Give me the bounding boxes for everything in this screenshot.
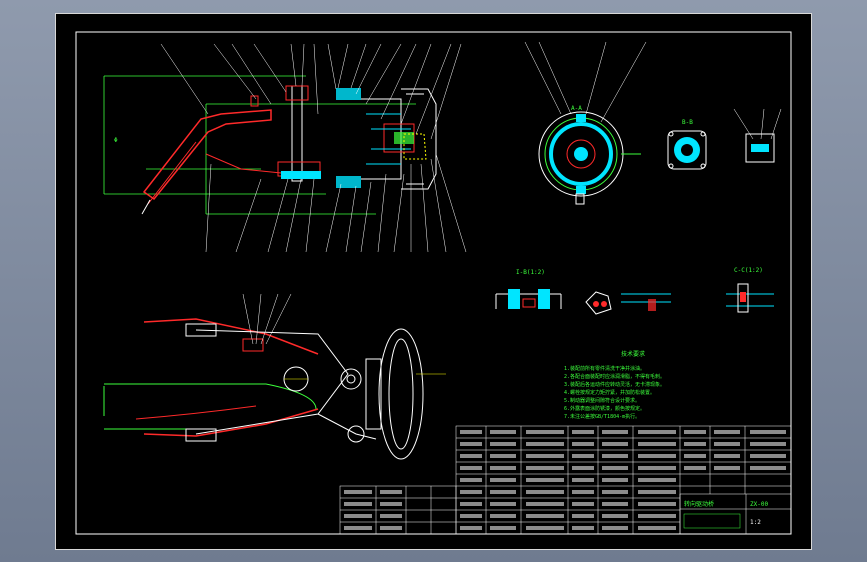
- svg-text:2.各配合面装配时应涂润滑脂，不得有毛刺。: 2.各配合面装配时应涂润滑脂，不得有毛刺。: [564, 373, 665, 380]
- svg-text:技术要求: 技术要求: [621, 350, 645, 358]
- section-view-upper-left: Φ: [103, 43, 467, 253]
- svg-text:6.外露表面涂防锈漆，颜色按规定。: 6.外露表面涂防锈漆，颜色按规定。: [564, 405, 645, 412]
- technical-requirements: 技术要求 1.装配前所有零件清洗干净并涂油。 2.各配合面装配时应涂润滑脂，不得…: [564, 350, 665, 420]
- svg-text:1.装配前所有零件清洗干净并涂油。: 1.装配前所有零件清洗干净并涂油。: [564, 365, 645, 372]
- revision-table-filler: [344, 490, 402, 530]
- svg-text:3.装配后各运动件应转动灵活，无卡滞现象。: 3.装配后各运动件应转动灵活，无卡滞现象。: [564, 381, 665, 388]
- title-block: 转向驱动桥 ZX-00 1:2: [679, 493, 792, 535]
- svg-text:A-A: A-A: [571, 105, 582, 112]
- revision-table: [339, 485, 457, 535]
- svg-text:Φ: Φ: [114, 137, 118, 144]
- svg-text:C-C(1:2): C-C(1:2): [734, 267, 763, 274]
- brake-section-view: A-A B-B: [524, 41, 782, 205]
- title-block-name: 转向驱动桥: [684, 500, 714, 508]
- svg-text:4.螺栓按规定力矩拧紧，并加防松装置。: 4.螺栓按规定力矩拧紧，并加防松装置。: [564, 389, 655, 396]
- svg-text:7.未注公差按GB/T1804-m执行。: 7.未注公差按GB/T1804-m执行。: [564, 413, 640, 420]
- detail-views: I-B(1:2) C-C(1:2): [495, 267, 774, 315]
- svg-text:5.制动器调整间隙符合设计要求。: 5.制动器调整间隙符合设计要求。: [564, 397, 640, 404]
- title-block-scale: 1:2: [750, 519, 761, 526]
- drawing-border: [75, 31, 792, 535]
- parts-list-table: [455, 425, 792, 535]
- plan-view-lower: [103, 293, 446, 460]
- cad-drawing-canvas: Φ: [75, 31, 792, 535]
- svg-text:B-B: B-B: [682, 119, 693, 126]
- title-block-drawing-no: ZX-00: [750, 501, 768, 508]
- svg-text:I-B(1:2): I-B(1:2): [516, 269, 545, 276]
- parts-list-filler: [460, 430, 786, 530]
- cad-drawing-viewport[interactable]: Φ: [55, 13, 812, 550]
